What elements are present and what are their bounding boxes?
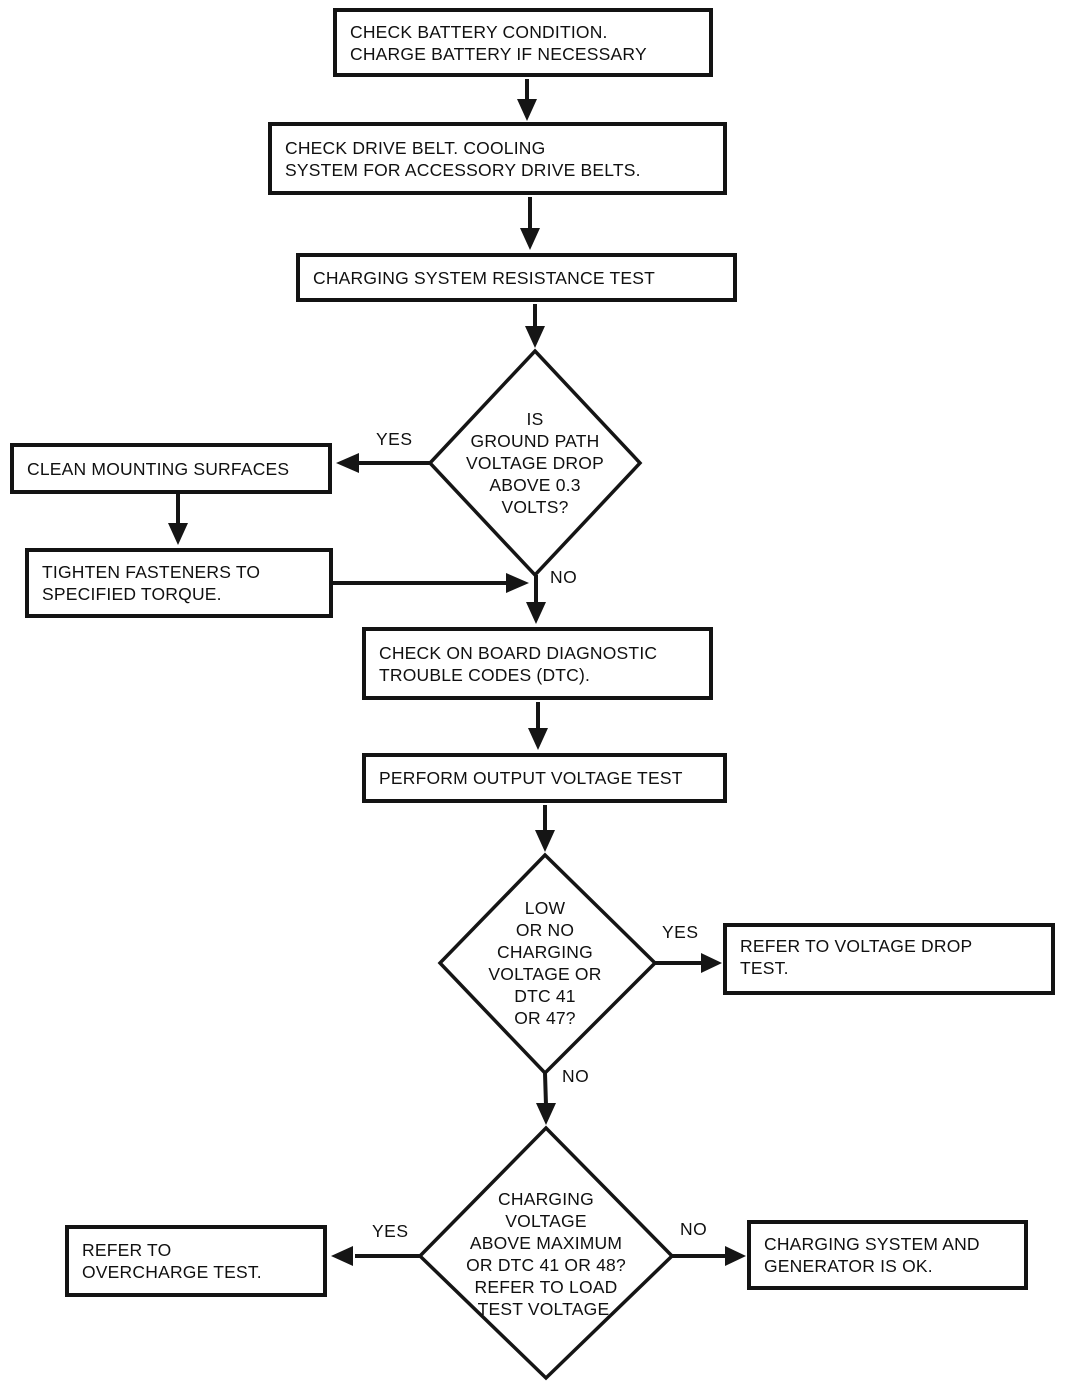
edge-label-overcharge-yes: YES [372,1221,409,1241]
process-system-ok: CHARGING SYSTEM AND GENERATOR IS OK. [747,1220,1028,1290]
process-clean-mounting: CLEAN MOUNTING SURFACES [10,443,332,494]
arrow-tighten-to-merge [333,573,529,593]
arrow-belt-to-resistance [520,197,540,250]
edge-label-ground-path-yes: YES [376,429,413,449]
decision-ground-path-shape [427,348,643,578]
decision-low-charging-shape [437,852,658,1076]
arrow-overcharge-yes [331,1246,420,1266]
decision-overcharge-shape [417,1125,675,1381]
edge-label-ground-path-no: NO [550,567,578,587]
process-check-battery: CHECK BATTERY CONDITION. CHARGE BATTERY … [333,8,713,77]
process-check-drive-belt-label: CHECK DRIVE BELT. COOLING SYSTEM FOR ACC… [285,137,641,180]
process-resistance-test: CHARGING SYSTEM RESISTANCE TEST [296,253,737,302]
arrow-outputtest-to-lowcharging [535,805,555,852]
process-check-battery-label: CHECK BATTERY CONDITION. CHARGE BATTERY … [350,21,647,64]
arrow-lowcharging-yes [655,953,722,973]
arrow-groundpath-no [526,575,546,624]
process-resistance-test-label: CHARGING SYSTEM RESISTANCE TEST [313,267,655,288]
arrow-clean-to-tighten [168,494,188,545]
process-system-ok-label: CHARGING SYSTEM AND GENERATOR IS OK. [764,1234,980,1276]
process-output-voltage-test: PERFORM OUTPUT VOLTAGE TEST [362,753,727,803]
process-refer-overcharge-label: REFER TO OVERCHARGE TEST. [82,1240,262,1282]
process-output-voltage-test-label: PERFORM OUTPUT VOLTAGE TEST [379,768,683,788]
process-check-dtc: CHECK ON BOARD DIAGNOSTIC TROUBLE CODES … [362,627,713,700]
process-refer-overcharge: REFER TO OVERCHARGE TEST. [65,1225,327,1297]
arrow-groundpath-yes [336,453,430,473]
arrow-dtc-to-outputtest [528,702,548,750]
process-tighten-fasteners-label: TIGHTEN FASTENERS TO SPECIFIED TORQUE. [42,562,261,604]
process-refer-voltage-drop: REFER TO VOLTAGE DROP TEST. [723,923,1055,995]
process-check-dtc-label: CHECK ON BOARD DIAGNOSTIC TROUBLE CODES … [379,642,658,685]
process-tighten-fasteners: TIGHTEN FASTENERS TO SPECIFIED TORQUE. [25,548,333,618]
process-refer-voltage-drop-label: REFER TO VOLTAGE DROP TEST. [740,936,973,978]
edge-label-low-charging-yes: YES [662,922,699,942]
arrow-lowcharging-no [536,1072,556,1125]
edge-label-overcharge-no: NO [680,1219,708,1239]
process-check-drive-belt: CHECK DRIVE BELT. COOLING SYSTEM FOR ACC… [268,122,727,195]
process-clean-mounting-label: CLEAN MOUNTING SURFACES [27,458,290,479]
arrow-battery-to-belt [517,79,537,121]
edge-label-low-charging-no: NO [562,1066,590,1086]
arrow-resistance-to-groundpath [525,304,545,348]
arrow-overcharge-no [672,1246,746,1266]
